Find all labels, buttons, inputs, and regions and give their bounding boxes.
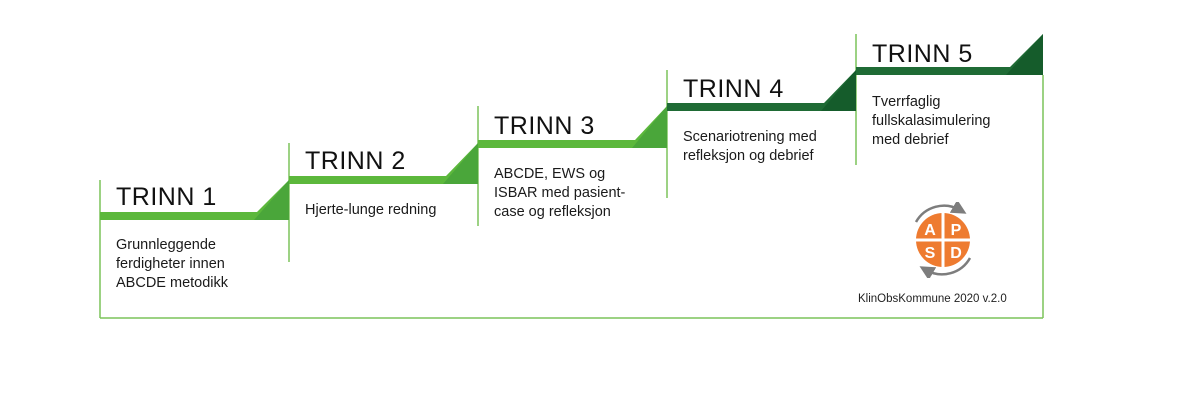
cycle-arrow-bottom-icon [919,257,972,278]
step-2-title: TRINN 2 [305,147,406,175]
step-4-title: TRINN 4 [683,75,784,103]
logo-letter-a: A [924,222,936,239]
step-ramp-4 [821,70,856,111]
step-ramp-5 [1006,34,1043,75]
step-band-4 [667,70,856,111]
step-ramp-3 [632,106,667,148]
step-5-title: TRINN 5 [872,40,973,68]
step-2-description: Hjerte-lunge redning [305,202,437,218]
step-band-2 [289,143,478,184]
apsd-logo: A P S D [914,202,972,278]
step-1-description: Grunnleggende ferdigheter innen ABCDE me… [116,237,229,291]
step-3-title: TRINN 3 [494,112,595,140]
step-ramp-2 [443,143,478,184]
step-5-description: Tverrfaglig fullskalasimulering med debr… [872,94,991,148]
step-4-description: Scenariotrening med refleksjon og debrie… [683,129,817,164]
step-band-1 [100,180,289,220]
logo-letter-d: D [950,245,962,262]
footer-version-label: KlinObsKommune 2020 v.2.0 [858,293,1007,305]
logo-letter-s: S [925,245,936,262]
step-band-3 [478,106,667,148]
step-1-title: TRINN 1 [116,183,217,211]
logo-letter-p: P [951,222,962,239]
step-3-description: ABCDE, EWS og ISBAR med pasient-case og … [494,166,626,220]
cycle-arrow-top-icon [914,202,967,223]
step-ramp-1 [254,180,289,220]
